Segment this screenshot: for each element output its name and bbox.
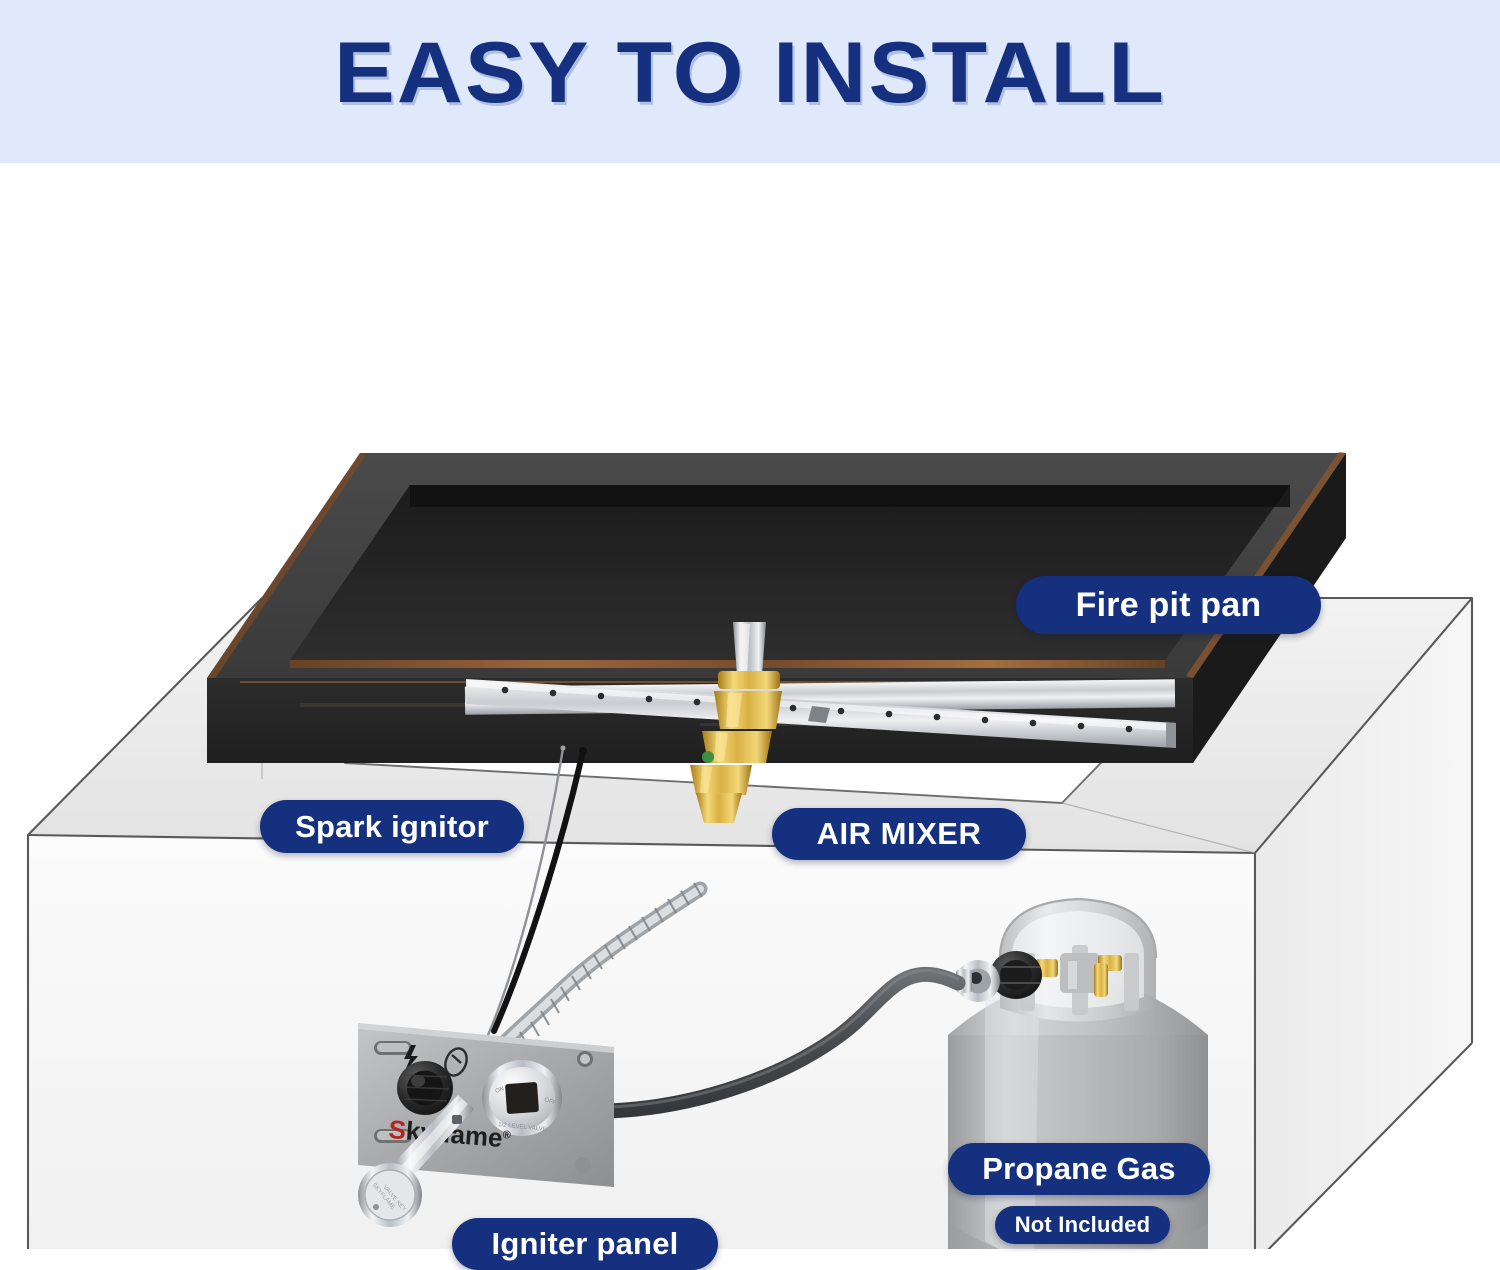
igniter-panel: ON OFF 1/2 LEVEL VALVE Skyflame® bbox=[358, 1023, 614, 1227]
label-propane-gas: Propane Gas bbox=[948, 1143, 1210, 1195]
tank-valve bbox=[1060, 953, 1100, 993]
header-band: EASY TO INSTALL bbox=[0, 0, 1500, 163]
label-air-mixer: AIR MIXER bbox=[772, 808, 1026, 860]
page-title: EASY TO INSTALL bbox=[333, 25, 1167, 121]
gas-valve[interactable]: ON OFF 1/2 LEVEL VALVE bbox=[482, 1060, 562, 1136]
spark-ignitor-wires bbox=[486, 745, 587, 1037]
label-spark-ignitor: Spark ignitor bbox=[260, 800, 524, 853]
propane-tank bbox=[948, 897, 1208, 1249]
flexible-braided-hose bbox=[492, 881, 708, 1056]
svg-text:1/2 LEVEL VALVE: 1/2 LEVEL VALVE bbox=[498, 1122, 547, 1133]
key-valve-tool[interactable]: SKYFLAME VALVE KEY bbox=[358, 1095, 474, 1227]
spark-electrode bbox=[486, 746, 565, 1037]
valve-brass-fittings bbox=[1036, 955, 1122, 997]
tank-valve-knob[interactable] bbox=[990, 951, 1042, 999]
ignition-knob[interactable] bbox=[397, 1061, 453, 1115]
ignition-wire bbox=[491, 748, 586, 1034]
svg-text:ON: ON bbox=[495, 1086, 506, 1095]
label-fire-pit-pan: Fire pit pan bbox=[1016, 576, 1321, 634]
installation-diagram: ON OFF 1/2 LEVEL VALVE Skyflame® bbox=[26, 452, 1474, 1249]
label-not-included: Not Included bbox=[995, 1206, 1170, 1244]
gas-regulator bbox=[956, 960, 1000, 1002]
diagram-stage: ON OFF 1/2 LEVEL VALVE Skyflame® bbox=[0, 163, 1500, 1270]
spark-bolt-icon bbox=[404, 1045, 418, 1073]
linear-burner bbox=[464, 679, 1176, 748]
svg-text:OFF: OFF bbox=[543, 1097, 557, 1107]
air-mixer bbox=[690, 622, 782, 823]
pilot-flame-icon bbox=[444, 1047, 468, 1077]
propane-supply-hose bbox=[602, 966, 966, 1119]
label-igniter-panel: Igniter panel bbox=[452, 1218, 718, 1270]
